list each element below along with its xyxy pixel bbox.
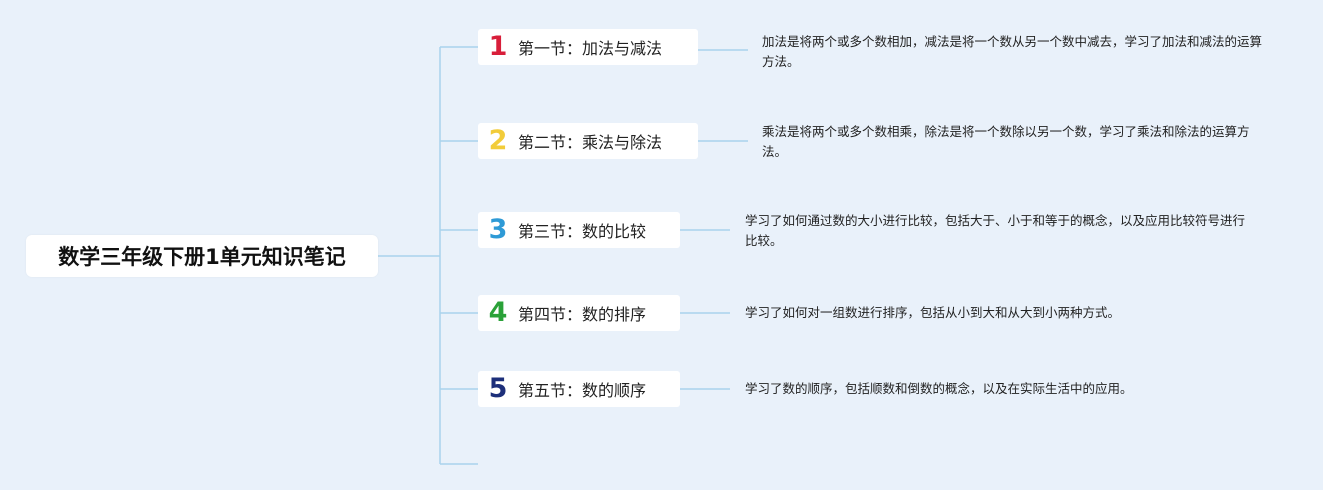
branch-number-5: 5 — [488, 373, 508, 404]
branch-description-4: 学习了如何对一组数进行排序，包括从小到大和从大到小两种方式。 — [745, 305, 1121, 320]
branch-description-2: 乘法是将两个或多个数相乘，除法是将一个数除以另一个数，学习了乘法和除法的运算方法… — [762, 124, 1250, 159]
branch-number-1: 1 — [488, 31, 508, 62]
root-topic[interactable]: 数学三年级下册1单元知识笔记 — [26, 235, 378, 277]
branch-topic-2[interactable]: 2 第二节：乘法与除法 — [478, 123, 698, 159]
branch-description-1: 加法是将两个或多个数相加，减法是将一个数从另一个数中减去，学习了加法和减法的运算… — [762, 34, 1263, 69]
root-title: 数学三年级下册1单元知识笔记 — [58, 245, 346, 269]
branch-topic-5[interactable]: 5 第五节：数的顺序 — [478, 371, 680, 407]
branch-number-2: 2 — [488, 125, 508, 156]
branch-description-3: 学习了如何通过数的大小进行比较，包括大于、小于和等于的概念，以及应用比较符号进行… — [745, 213, 1246, 248]
branch-topic-1[interactable]: 1 第一节：加法与减法 — [478, 29, 698, 65]
branch-title-1: 第一节：加法与减法 — [518, 39, 663, 58]
branch-topic-3[interactable]: 3 第三节：数的比较 — [478, 212, 680, 248]
branch-title-2: 第二节：乘法与除法 — [518, 133, 663, 152]
branch-topic-4[interactable]: 4 第四节：数的排序 — [478, 295, 680, 331]
branch-title-3: 第三节：数的比较 — [518, 222, 647, 241]
branch-number-3: 3 — [488, 214, 508, 245]
branch-title-4: 第四节：数的排序 — [518, 305, 647, 324]
branch-number-4: 4 — [488, 297, 508, 328]
branch-title-5: 第五节：数的顺序 — [518, 381, 647, 400]
branch-description-5: 学习了数的顺序，包括顺数和倒数的概念，以及在实际生活中的应用。 — [745, 381, 1133, 396]
